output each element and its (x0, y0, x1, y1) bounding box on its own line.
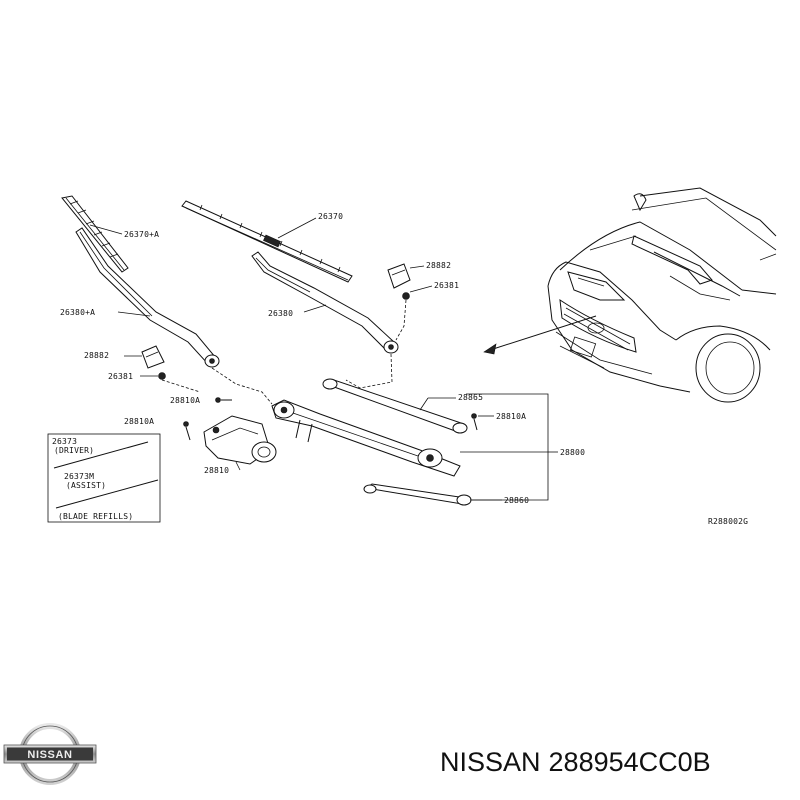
blade-refills-box (47, 433, 161, 523)
logo-text: NISSAN (27, 749, 72, 761)
label-bolt-a: 28810A (170, 396, 200, 405)
lower-drive-rod (363, 483, 502, 506)
label-refill-driver-num: 26373 (52, 437, 77, 446)
linkage-assembly-bracket (460, 393, 558, 501)
pointer-arrow (483, 315, 597, 355)
pivot-nut-right (402, 285, 433, 300)
label-linkage-assy: 28800 (560, 448, 585, 457)
nissan-logo: NISSAN (3, 723, 97, 785)
label-link-rod: 28865 (458, 393, 483, 402)
wiper-linkage-frame (271, 399, 461, 477)
wiper-motor (203, 415, 277, 471)
label-refill-driver-desc: (DRIVER) (54, 446, 94, 455)
label-bolt-c: 28810A (124, 417, 154, 426)
label-motor: 28810 (204, 466, 229, 475)
label-assist-blade: 26370+A (124, 230, 159, 239)
bolt-28810A-upper (215, 397, 232, 403)
driver-wiper-blade (181, 200, 353, 283)
label-driver-arm: 26380 (268, 309, 293, 318)
driver-wiper-arm (251, 251, 399, 354)
label-refill-assist-num: 26373M (64, 472, 94, 481)
vehicle-front-sketch (547, 187, 777, 403)
bolt-28810A-left (183, 421, 191, 441)
label-nut-right: 26381 (434, 281, 459, 290)
assist-wiper-arm (75, 227, 220, 368)
label-driver-blade: 26370 (318, 212, 343, 221)
dashed-leaders (161, 299, 407, 405)
label-nut-left: 26381 (108, 372, 133, 381)
label-cap-left: 28882 (84, 351, 109, 360)
pivot-cap-left (124, 345, 165, 369)
footer-part-number: 288954CC0B (548, 747, 711, 777)
link-rod (322, 378, 468, 434)
label-lower-rod: 28860 (504, 496, 529, 505)
label-cap-right: 28882 (426, 261, 451, 270)
assist-wiper-blade (61, 195, 129, 273)
label-ref-code: R288002G (708, 517, 748, 526)
label-bolt-b: 28810A (496, 412, 526, 421)
label-assist-arm: 26380+A (60, 308, 95, 317)
label-refill-box-title: (BLADE REFILLS) (58, 512, 133, 521)
bolt-28810A-right (471, 413, 494, 431)
pivot-nut-left (140, 372, 166, 380)
footer-brand: NISSAN (440, 747, 541, 777)
label-refill-assist-desc: (ASSIST) (66, 481, 106, 490)
pivot-cap-right (387, 263, 425, 289)
